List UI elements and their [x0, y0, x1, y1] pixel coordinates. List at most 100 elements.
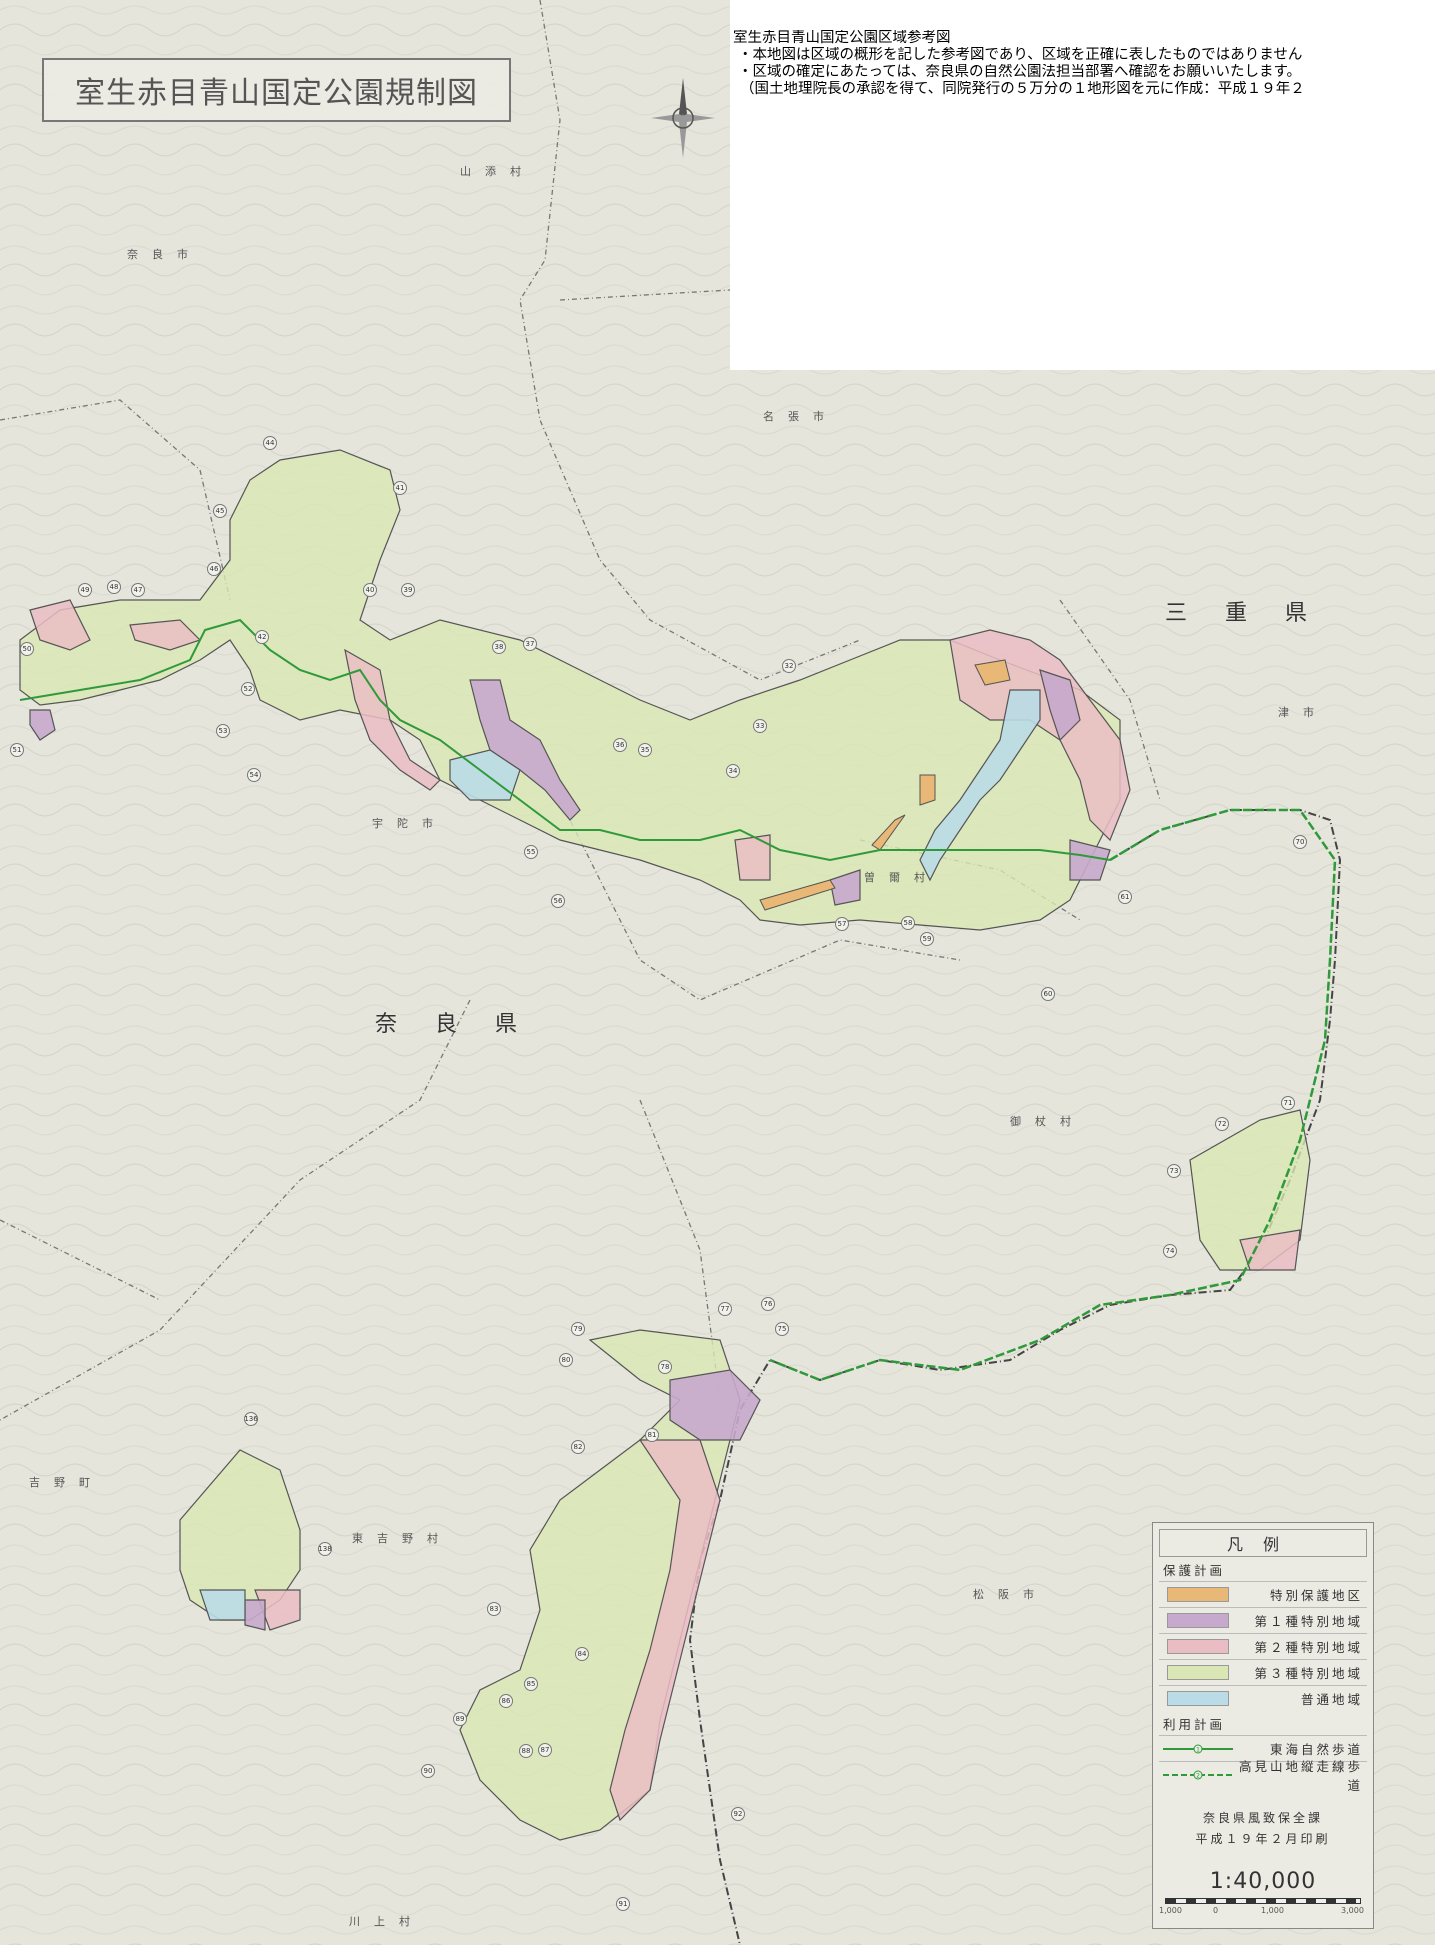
route-marker: 36 — [613, 738, 627, 752]
legend-route: 1 東海自然歩道 — [1159, 1735, 1367, 1761]
legend-item: 第１種特別地域 — [1159, 1607, 1367, 1633]
legend-swatch — [1167, 1613, 1229, 1628]
label-matsusaka: 松阪市 — [973, 1588, 1048, 1601]
route-marker: 75 — [775, 1322, 789, 1336]
legend-heading: 凡例 — [1159, 1529, 1367, 1557]
route-marker: 59 — [920, 932, 934, 946]
route-marker: 49 — [78, 583, 92, 597]
route-marker: 44 — [263, 436, 277, 450]
legend-swatch — [1167, 1587, 1229, 1602]
label-uda: 宇陀市 — [372, 817, 447, 830]
tokai-nature-trail — [19, 618, 1111, 862]
route-marker: 32 — [782, 659, 796, 673]
legend-item: 第３種特別地域 — [1159, 1659, 1367, 1685]
route-marker: 83 — [487, 1602, 501, 1616]
route-marker: 89 — [453, 1712, 467, 1726]
route-marker: 86 — [499, 1694, 513, 1708]
route-marker: 79 — [571, 1322, 585, 1336]
route-marker: 33 — [753, 719, 767, 733]
zone-special-protection — [759, 659, 1011, 911]
legend-item: 特別保護地区 — [1159, 1581, 1367, 1607]
route-marker: 70 — [1293, 835, 1307, 849]
notice-heading: 室生赤目青山国定公園区域参考図 — [733, 30, 951, 46]
scale-tick: 3,000 — [1341, 1906, 1364, 1915]
legend-swatch — [1167, 1665, 1229, 1680]
scale-tick: 1,000 — [1261, 1906, 1284, 1915]
label-mitsue: 御杖村 — [1010, 1115, 1085, 1128]
route-marker: 76 — [761, 1297, 775, 1311]
legend-label: 第３種特別地域 — [1254, 1666, 1363, 1681]
route-marker: 58 — [901, 916, 915, 930]
solid-trail-line-icon: 1 — [1163, 1744, 1233, 1754]
notice-line-1: ・本地図は区域の概形を記した参考図であり、区域を正確に表したものではありません — [738, 47, 1303, 63]
route-marker: 48 — [107, 580, 121, 594]
label-nara-prefecture: 奈良県 — [375, 1012, 556, 1037]
legend-route: 2 高見山地縦走線歩道 — [1159, 1759, 1367, 1793]
route-marker: 54 — [247, 768, 261, 782]
route-marker: 77 — [718, 1302, 732, 1316]
route-marker: 50 — [20, 642, 34, 656]
route-marker: 91 — [616, 1897, 630, 1911]
route-marker: 39 — [401, 583, 415, 597]
scale-bar-graphic — [1165, 1898, 1361, 1904]
route-marker: 47 — [131, 583, 145, 597]
route-marker: 74 — [1163, 1244, 1177, 1258]
label-nabari: 名張市 — [763, 410, 838, 423]
route-marker: 80 — [559, 1353, 573, 1367]
route-marker: 88 — [519, 1744, 533, 1758]
legend-issuer: 奈良県風致保全課 — [1202, 1811, 1323, 1825]
map-title: 室生赤目青山国定公園規制図 — [75, 76, 478, 111]
route-marker: 45 — [213, 504, 227, 518]
reference-notice: 室生赤目青山国定公園区域参考図 ・本地図は区域の概形を記した参考図であり、区域を… — [730, 0, 1435, 370]
route-marker: 85 — [524, 1677, 538, 1691]
legend-label: 高見山地縦走線歩道 — [1238, 1758, 1363, 1793]
route-marker: 90 — [421, 1764, 435, 1778]
route-marker: 87 — [538, 1743, 552, 1757]
route-marker: 60 — [1041, 987, 1055, 1001]
map-legend: 凡例 保護計画 特別保護地区 第１種特別地域 第２種特別地域 第３種特別地域 普… — [1152, 1522, 1374, 1929]
label-mie-prefecture: 三重県 — [1165, 601, 1346, 626]
route-marker: 42 — [255, 630, 269, 644]
route-marker: 52 — [241, 682, 255, 696]
takami-ridge-trail — [769, 808, 1337, 1382]
route-marker: 46 — [207, 562, 221, 576]
label-nara-city: 奈良市 — [127, 248, 202, 261]
route-marker: 40 — [363, 583, 377, 597]
legend-label: 普通地域 — [1300, 1692, 1363, 1707]
route-marker: 35 — [638, 743, 652, 757]
route-marker: 84 — [575, 1647, 589, 1661]
legend-scale: 1:40,000 — [1209, 1869, 1317, 1894]
route-marker: 81 — [645, 1428, 659, 1442]
compass-rose-icon — [651, 78, 715, 158]
label-tsu: 津市 — [1278, 706, 1328, 719]
route-marker: 38 — [492, 640, 506, 654]
route-marker: 56 — [551, 894, 565, 908]
legend-item: 普通地域 — [1159, 1685, 1367, 1711]
route-marker: 71 — [1281, 1096, 1295, 1110]
route-marker: 72 — [1215, 1117, 1229, 1131]
route-marker: 41 — [393, 481, 407, 495]
map-title-box: 室生赤目青山国定公園規制図 — [42, 58, 511, 122]
route-number: 1 — [1196, 1747, 1200, 1754]
legend-label: 特別保護地区 — [1269, 1588, 1363, 1603]
notice-line-3: （国土地理院長の承認を得て、同院発行の５万分の１地形図を元に作成：平成１９年２ — [740, 81, 1305, 97]
route-marker: 92 — [731, 1807, 745, 1821]
dashed-trail-line-icon: 2 — [1163, 1770, 1233, 1780]
legend-printed-date: 平成１９年２月印刷 — [1195, 1832, 1331, 1846]
route-marker: 136 — [244, 1412, 258, 1426]
label-soni: 曽爾村 — [864, 871, 939, 884]
legend-use-heading: 利用計画 — [1163, 1717, 1226, 1732]
legend-label: 第１種特別地域 — [1254, 1614, 1363, 1629]
legend-swatch — [1167, 1691, 1229, 1706]
legend-label: 第２種特別地域 — [1254, 1640, 1363, 1655]
label-yoshino: 吉野町 — [29, 1476, 104, 1489]
legend-protection-heading: 保護計画 — [1163, 1563, 1226, 1578]
prefecture-boundary — [688, 809, 1342, 1945]
zone-first-class — [29, 669, 1111, 1631]
route-marker: 34 — [726, 764, 740, 778]
legend-item: 第２種特別地域 — [1159, 1633, 1367, 1659]
route-marker: 55 — [524, 845, 538, 859]
route-marker: 37 — [523, 637, 537, 651]
notice-line-2: ・区域の確定にあたっては、奈良県の自然公園法担当部署へ確認をお願いいたします。 — [738, 64, 1302, 80]
route-marker: 82 — [571, 1440, 585, 1454]
